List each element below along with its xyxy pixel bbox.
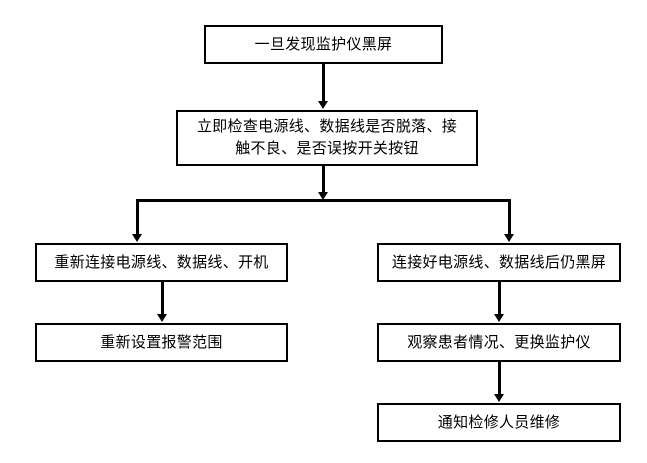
node-notify-maintenance[interactable]: 通知检修人员维修 bbox=[377, 403, 621, 442]
node-still-black-screen-label: 连接好电源线、数据线后仍黑屏 bbox=[391, 252, 607, 271]
arrowhead-still-black-to-observe-icon bbox=[494, 314, 504, 322]
arrowhead-observe-to-notify-icon bbox=[494, 394, 504, 402]
arrowhead-branch-right-icon bbox=[504, 234, 514, 242]
connector-observe-to-notify bbox=[498, 362, 501, 395]
node-start[interactable]: 一旦发现监护仪黑屏 bbox=[204, 25, 443, 64]
arrowhead-start-to-check-icon bbox=[318, 101, 328, 109]
node-reset-alarm-range[interactable]: 重新设置报警范围 bbox=[35, 323, 288, 362]
arrowhead-branch-left-icon bbox=[132, 234, 142, 242]
node-observe-patient[interactable]: 观察患者情况、更换监护仪 bbox=[377, 323, 621, 362]
connector-check-to-branch bbox=[322, 166, 325, 194]
node-reset-alarm-range-label: 重新设置报警范围 bbox=[100, 332, 223, 351]
connector-still-black-to-observe bbox=[498, 282, 501, 315]
node-start-label: 一旦发现监护仪黑屏 bbox=[254, 34, 393, 53]
connector-branch-left-drop bbox=[136, 199, 139, 235]
connector-reconnect-to-reset-alarm bbox=[161, 282, 164, 315]
node-still-black-screen[interactable]: 连接好电源线、数据线后仍黑屏 bbox=[377, 243, 621, 282]
node-notify-maintenance-label: 通知检修人员维修 bbox=[437, 412, 561, 431]
arrowhead-check-to-branch-icon bbox=[318, 192, 328, 200]
node-reconnect-cables[interactable]: 重新连接电源线、数据线、开机 bbox=[35, 243, 288, 282]
node-check-cables[interactable]: 立即检查电源线、数据线是否脱落、接 触不良、是否误按开关按钮 bbox=[176, 110, 478, 166]
connector-branch-right-drop bbox=[508, 199, 511, 235]
arrowhead-reconnect-to-reset-alarm-icon bbox=[157, 314, 167, 322]
node-reconnect-cables-label: 重新连接电源线、数据线、开机 bbox=[54, 252, 269, 271]
node-check-cables-label: 立即检查电源线、数据线是否脱落、接 触不良、是否误按开关按钮 bbox=[196, 117, 458, 157]
node-observe-patient-label: 观察患者情况、更换监护仪 bbox=[407, 332, 591, 351]
connector-branch-bar bbox=[136, 199, 511, 202]
connector-start-to-check bbox=[322, 64, 325, 102]
